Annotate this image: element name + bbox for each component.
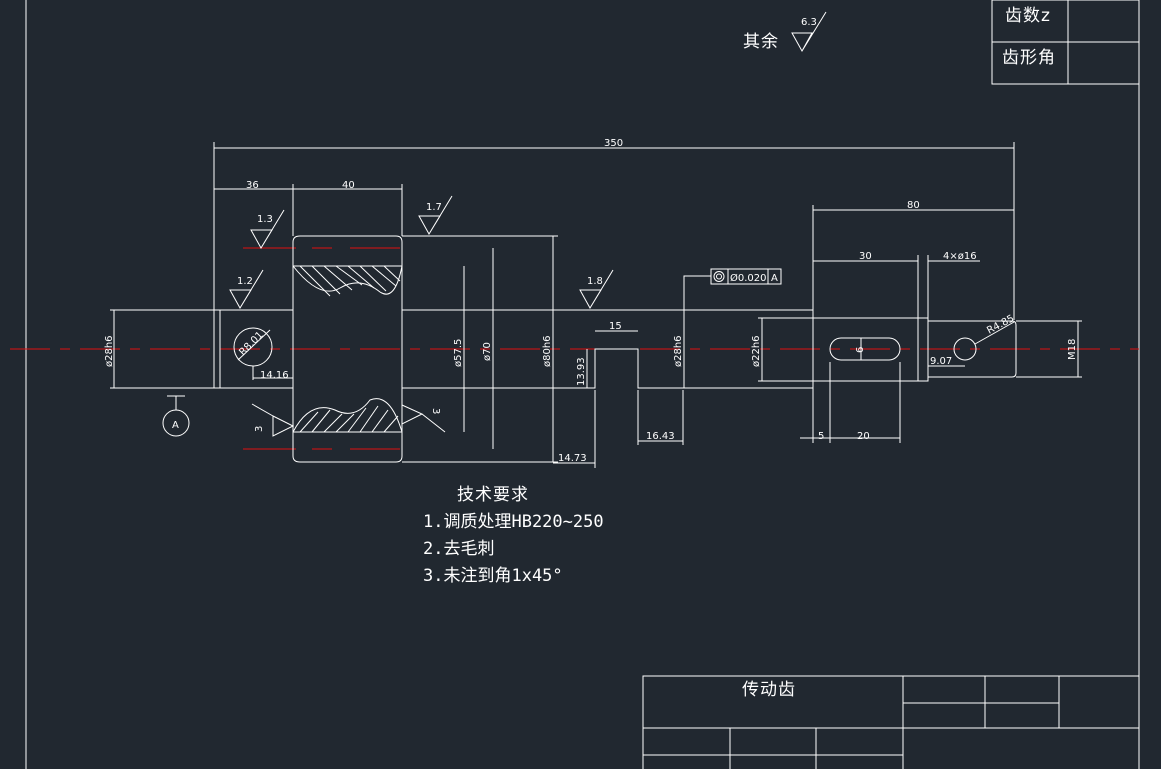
center-line — [10, 247, 1139, 450]
dim-dia-mid: ø28h6 — [673, 335, 684, 367]
tech-req-item-2: 2.去毛刺 — [423, 539, 494, 559]
roughness-symbols — [229, 195, 614, 437]
shaft-outline — [213, 205, 1017, 463]
dimension-lines — [110, 142, 1082, 468]
tolerance-value: Ø0.020 — [730, 272, 767, 284]
dim-dia-57-5: ø57.5 — [453, 339, 464, 367]
dim-13-93: 13.93 — [576, 357, 587, 386]
dim-30: 30 — [859, 251, 872, 262]
tech-req-item-1: 1.调质处理HB220~250 — [423, 512, 604, 532]
dim-dia-left: ø28h6 — [104, 335, 115, 367]
dim-radius-right: R4.85 — [985, 313, 1016, 336]
gear-param-table — [991, 0, 1140, 85]
dim-dia-22: ø22h6 — [751, 335, 762, 367]
dimension-texts: 350 36 40 80 30 4×ø16 15 16.43 14.73 14.… — [104, 138, 1078, 464]
roughness-3-left: 3 — [254, 426, 265, 432]
dim-80: 80 — [907, 200, 920, 211]
datum-letter: A — [172, 420, 179, 431]
dim-dia-80: ø80h6 — [542, 335, 553, 367]
roughness-1-3: 1.3 — [257, 214, 273, 225]
dim-350: 350 — [604, 138, 623, 149]
tech-req-title: 技术要求 — [457, 485, 529, 505]
dim-14-16: 14.16 — [260, 370, 289, 381]
tolerance-frame — [683, 268, 782, 310]
dim-holes: 4×ø16 — [943, 251, 977, 262]
dim-slot-6: 6 — [855, 347, 866, 353]
roughness-3-right: 3 — [430, 408, 441, 414]
profile-angle-label: 齿形角 — [1002, 48, 1056, 68]
dim-14-73: 14.73 — [558, 453, 587, 464]
dim-36: 36 — [246, 180, 259, 191]
dim-5: 5 — [818, 431, 824, 442]
dim-15: 15 — [609, 321, 622, 332]
tolerance-datum: A — [771, 273, 778, 284]
roughness-other-value: 6.3 — [801, 17, 817, 28]
gear-hatch — [292, 265, 403, 433]
datum-symbol — [162, 395, 190, 437]
roughness-other-symbol — [791, 11, 827, 53]
part-name: 传动齿 — [742, 680, 796, 700]
tech-req-item-3: 3.未注到角1x45° — [423, 566, 563, 586]
roughness-1-8: 1.8 — [587, 276, 603, 287]
dim-40: 40 — [342, 180, 355, 191]
dim-9-07: 9.07 — [930, 356, 952, 367]
dim-16-43: 16.43 — [646, 431, 675, 442]
dim-dia-70: ø70 — [482, 342, 493, 361]
teeth-count-label: 齿数z — [1005, 6, 1051, 26]
dim-20: 20 — [857, 431, 870, 442]
roughness-other-label: 其余 — [743, 32, 779, 52]
roughness-1-7: 1.7 — [426, 202, 442, 213]
dim-thread: M18 — [1067, 339, 1078, 360]
title-block — [642, 675, 1140, 769]
drawing-frame — [25, 0, 1140, 769]
tech-requirements: 技术要求 1.调质处理HB220~250 2.去毛刺 3.未注到角1x45° — [423, 485, 604, 586]
dim-radius-left: R8.01 — [237, 330, 265, 358]
roughness-1-2: 1.2 — [237, 276, 253, 287]
